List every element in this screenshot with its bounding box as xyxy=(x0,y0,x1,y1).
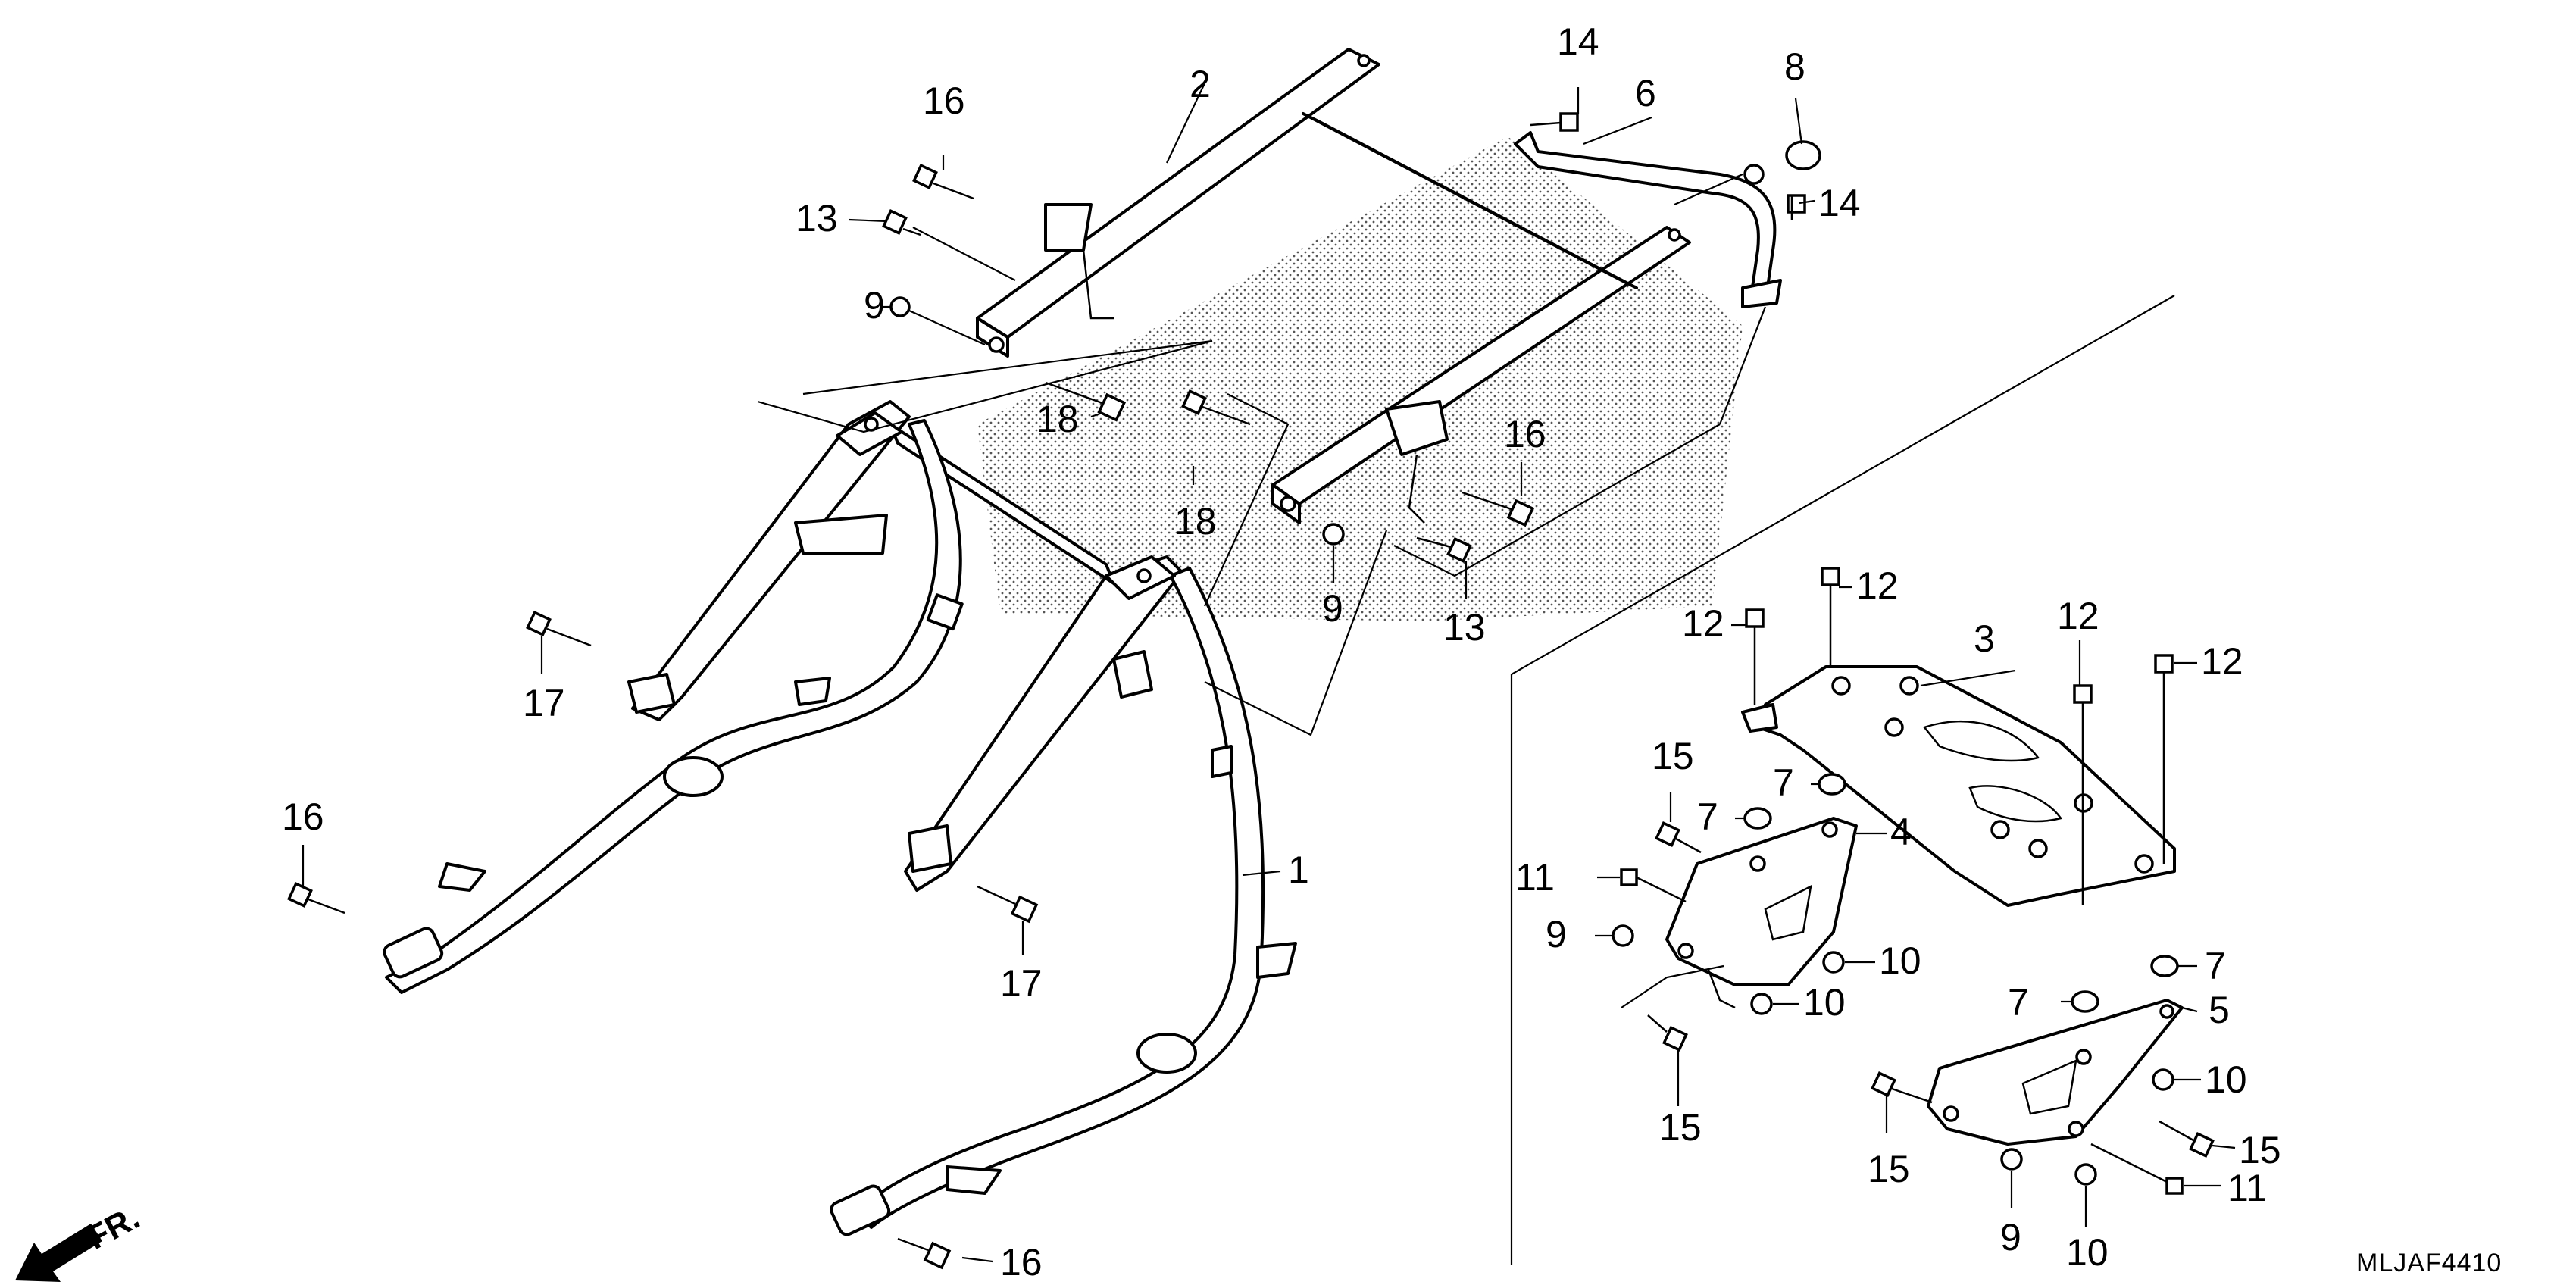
stay-part-5 xyxy=(1927,999,2184,1146)
callout-4: 4 xyxy=(1890,811,1912,853)
stay-part-4 xyxy=(1665,817,1858,1009)
callout-13-mid: 13 xyxy=(1443,606,1486,649)
hardware xyxy=(287,112,2215,1270)
callout-10-b: 10 xyxy=(1803,981,1846,1024)
callout-14-right: 14 xyxy=(1818,182,1861,224)
callout-10-c: 10 xyxy=(2205,1058,2247,1101)
callout-15-c: 15 xyxy=(1868,1148,1910,1190)
callout-7-b: 7 xyxy=(1697,796,1718,838)
callout-7-d: 7 xyxy=(2205,945,2226,987)
callout-16-mid: 16 xyxy=(1504,413,1546,455)
main-frame-part-1 xyxy=(383,400,1297,1236)
callout-10-a: 10 xyxy=(1879,939,1921,982)
callout-12-c: 12 xyxy=(2057,595,2099,637)
callout-12-a: 12 xyxy=(1856,564,1899,607)
callout-6: 6 xyxy=(1635,72,1656,114)
callout-15-a: 15 xyxy=(1652,735,1694,777)
callout-17-left: 17 xyxy=(523,682,565,724)
callout-1: 1 xyxy=(1288,849,1309,891)
callout-5: 5 xyxy=(2209,989,2230,1031)
upper-frame-part-2 xyxy=(976,48,1691,524)
callout-7-a: 7 xyxy=(1773,761,1794,804)
callout-11-a: 11 xyxy=(1515,856,1555,899)
callout-8: 8 xyxy=(1784,45,1805,88)
callout-10-d: 10 xyxy=(2066,1231,2109,1274)
callout-9-inset-b: 9 xyxy=(2000,1216,2021,1258)
callout-9-mid: 9 xyxy=(1322,587,1343,630)
callout-16-bottom: 16 xyxy=(1000,1241,1043,1283)
callout-labels: 2 16 13 9 18 14 6 8 14 16 18 9 13 17 16 … xyxy=(282,20,2281,1283)
callout-7-c: 7 xyxy=(2008,981,2029,1024)
front-indicator: FR. xyxy=(15,1199,145,1282)
leader-lines xyxy=(302,83,2236,1263)
callout-15-b: 15 xyxy=(1659,1106,1702,1149)
front-arrow-icon xyxy=(15,1224,102,1282)
shading-area xyxy=(977,136,1743,621)
callout-11-b: 11 xyxy=(2227,1167,2267,1209)
inset-divider xyxy=(1510,295,2175,1265)
callout-13-left: 13 xyxy=(796,197,838,239)
callout-15-d: 15 xyxy=(2239,1129,2281,1171)
callout-14-top: 14 xyxy=(1557,20,1599,63)
callout-2: 2 xyxy=(1190,63,1211,105)
callout-18-left: 18 xyxy=(1036,398,1079,440)
handle-part-6 xyxy=(1514,131,1782,308)
callout-16-top: 16 xyxy=(923,80,965,122)
callout-18-mid: 18 xyxy=(1174,500,1217,542)
callout-16-left: 16 xyxy=(282,796,324,838)
callout-12-d: 12 xyxy=(2201,640,2243,683)
callout-17-mid: 17 xyxy=(1000,962,1043,1005)
callout-9-left: 9 xyxy=(864,284,885,327)
callout-3: 3 xyxy=(1974,617,1995,660)
bracket-part-3 xyxy=(1741,665,2176,907)
callout-9-inset-a: 9 xyxy=(1546,913,1567,955)
diagram-code: MLJAF4410 xyxy=(2356,1249,2502,1277)
callout-12-b: 12 xyxy=(1682,602,1724,645)
